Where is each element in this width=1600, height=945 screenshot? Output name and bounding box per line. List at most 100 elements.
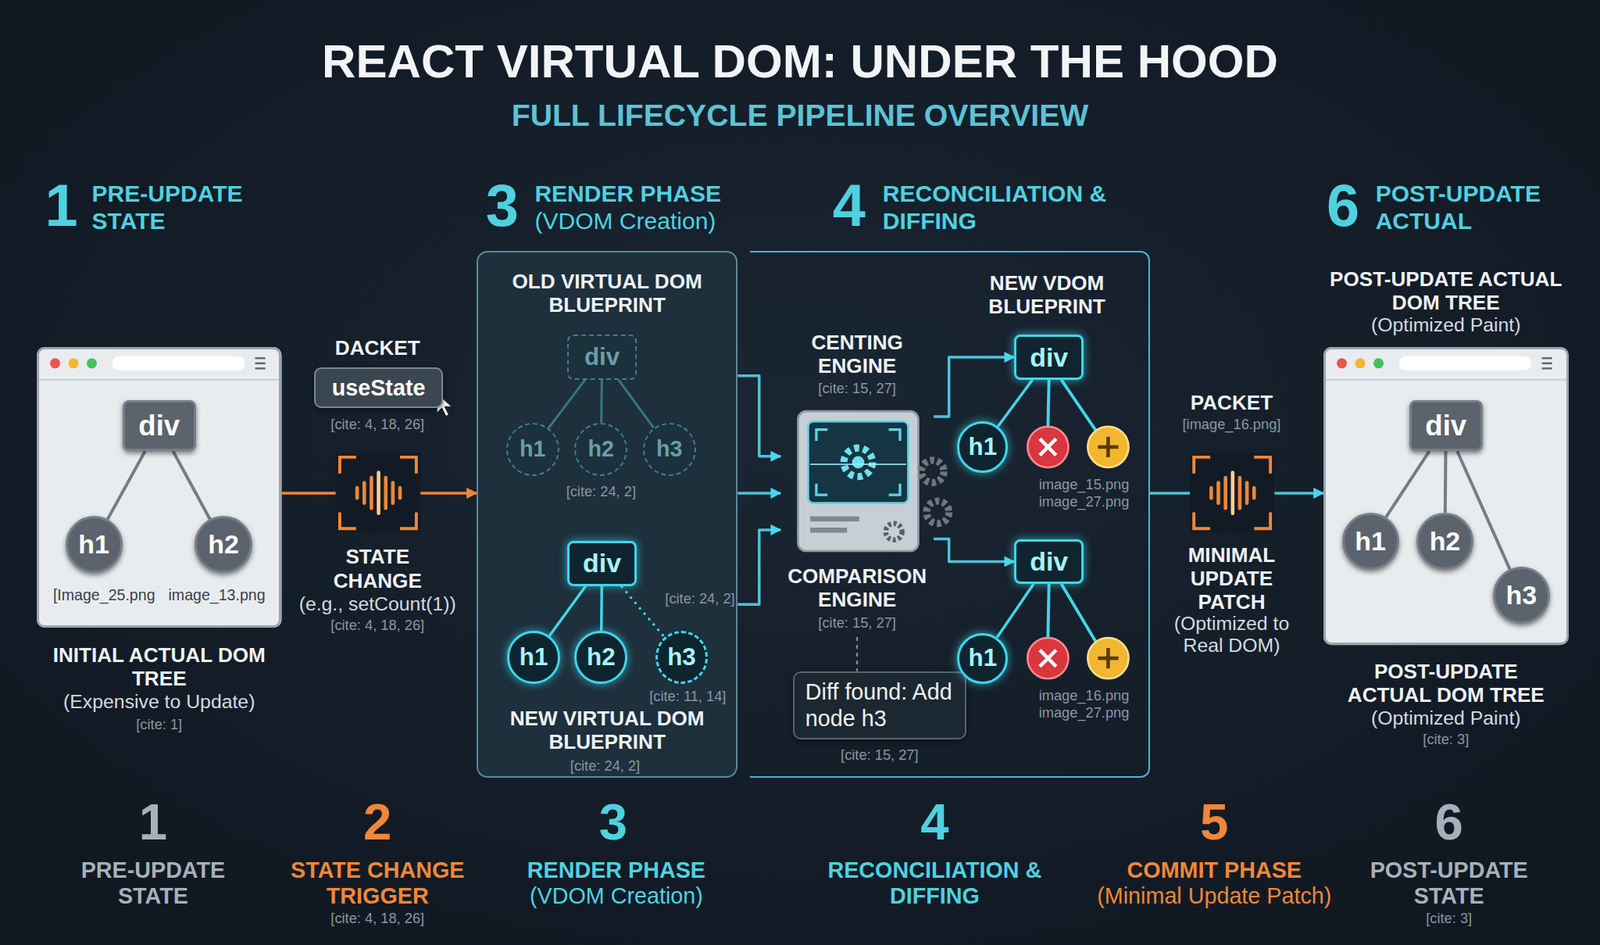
window-divider [39,378,280,381]
screen-bracket [816,429,828,441]
connector [997,379,1033,427]
step-number: 6 [1407,792,1490,851]
citation-note: image_27.png [1039,703,1130,721]
vdom-node: div [1014,539,1084,584]
wave-bracket [400,511,417,529]
node-label: div [582,547,622,579]
screen-bracket [816,483,828,495]
wave-bracket [1253,511,1271,529]
vdom-node: div [1014,334,1084,379]
node-label: h1 [1354,525,1386,557]
menu-icon [1542,357,1553,359]
node-caption: NEW VIRTUAL DOM BLUEPRINT [489,706,725,754]
branch-line [1060,583,1096,642]
caption-text: (VDOM Creation) [503,882,729,909]
vdom-node: h1 [507,630,561,684]
add-marker [1087,426,1129,468]
node-label: div [1029,342,1068,373]
signal-bar [1216,482,1221,504]
connector [618,379,654,428]
node-caption: [cite: 15, 27] [780,379,934,397]
browser-window: [Image_25.pngimage_13.pngdivh1h2 [36,346,282,628]
node-label: h2 [207,528,240,560]
window-dot [1336,357,1347,368]
vdom-node: h1 [957,632,1008,684]
vdom-node: h2 [574,630,628,684]
node-caption: (Optimized Paint) [1343,314,1548,337]
signal-bar [355,487,360,498]
remove-cross [1039,650,1057,667]
computer-slot [810,516,860,522]
connector [856,636,858,672]
signal-bar [1245,482,1250,504]
citation-note: [cite: 1] [97,715,221,733]
wave-bracket [339,511,357,529]
screen-bracket [889,483,900,495]
caption-text: FULL LIFECYCLE PIPELINE OVERVIEW [340,97,1260,133]
node-label: h3 [1506,579,1538,611]
window-dot [1373,357,1384,368]
citation-note: [cite: 4, 18, 26] [296,909,460,926]
address-bar [1399,356,1533,371]
window-dot [86,357,97,368]
connector [1443,450,1448,512]
window-fill [36,346,282,628]
caption-text: STATE CHANGE TRIGGER [270,857,485,909]
citation-note: [cite: 4, 18, 26] [296,415,460,433]
screen-bracket [889,429,900,441]
dom-node: h1 [1342,512,1400,570]
window-dot [68,357,79,368]
add-cross [1106,647,1111,668]
caption-text: (Minimal Update Patch) [1081,882,1347,909]
node-label: div [1029,546,1068,577]
window-dot [50,357,61,368]
caption-text: PRE-UPDATE STATE [92,180,297,235]
citation-note: [cite: 24, 2] [543,757,667,774]
computer-slot [810,527,847,533]
branch-line [1047,583,1049,638]
citation-note: [cite: 4, 18, 26] [296,616,460,633]
menu-icon [255,357,266,359]
wave-patch [1189,453,1275,533]
node-label: h1 [968,643,998,672]
node-label: Diff found: Add node h3 [805,678,956,731]
small-gear [885,523,903,540]
signal-bar [398,487,403,498]
computer-body [797,410,918,551]
caption-text: PRE-UPDATE STATE [50,857,255,909]
caption-text: (VDOM Creation) [534,207,716,236]
vdom-node: h1 [957,421,1008,472]
connector [107,450,146,519]
node-heading: NEW VDOM BLUEPRINT [960,271,1134,318]
connector [996,583,1034,637]
add-marker [1087,637,1129,679]
diff-callout: Diff found: Add node h3 [792,671,967,739]
connector [600,585,604,632]
comparison-engine: CENTING ENGINE[cite: 15, 27]COMPARISON E… [780,328,934,637]
caption-text: (Optimized Paint) [1343,707,1548,730]
window-fill [1323,346,1568,645]
connector [737,375,781,457]
caption-text: STATE CHANGE [310,544,444,592]
connector [600,379,604,423]
wave-patch [335,453,421,533]
node-heading: OLD VIRTUAL DOM BLUEPRINT [489,269,725,317]
page-title: REACT VIRTUAL DOM: UNDER THE HOOD [136,34,1464,89]
computer-screen [807,421,908,503]
dom-node: h1 [65,515,123,573]
vdom-node: div [567,540,637,586]
signal-bar [369,477,374,508]
branch-line [1047,379,1049,427]
signal-bar [362,482,367,504]
connector [737,529,781,604]
remove-cross [1039,650,1057,667]
vdom-node: h3 [642,422,697,476]
remove-marker [1027,426,1068,468]
node-heading: COMPARISON ENGINE [780,564,934,611]
add-cross [1106,436,1111,458]
caption-text: PACKET [1160,390,1304,415]
side-gear [926,500,950,524]
